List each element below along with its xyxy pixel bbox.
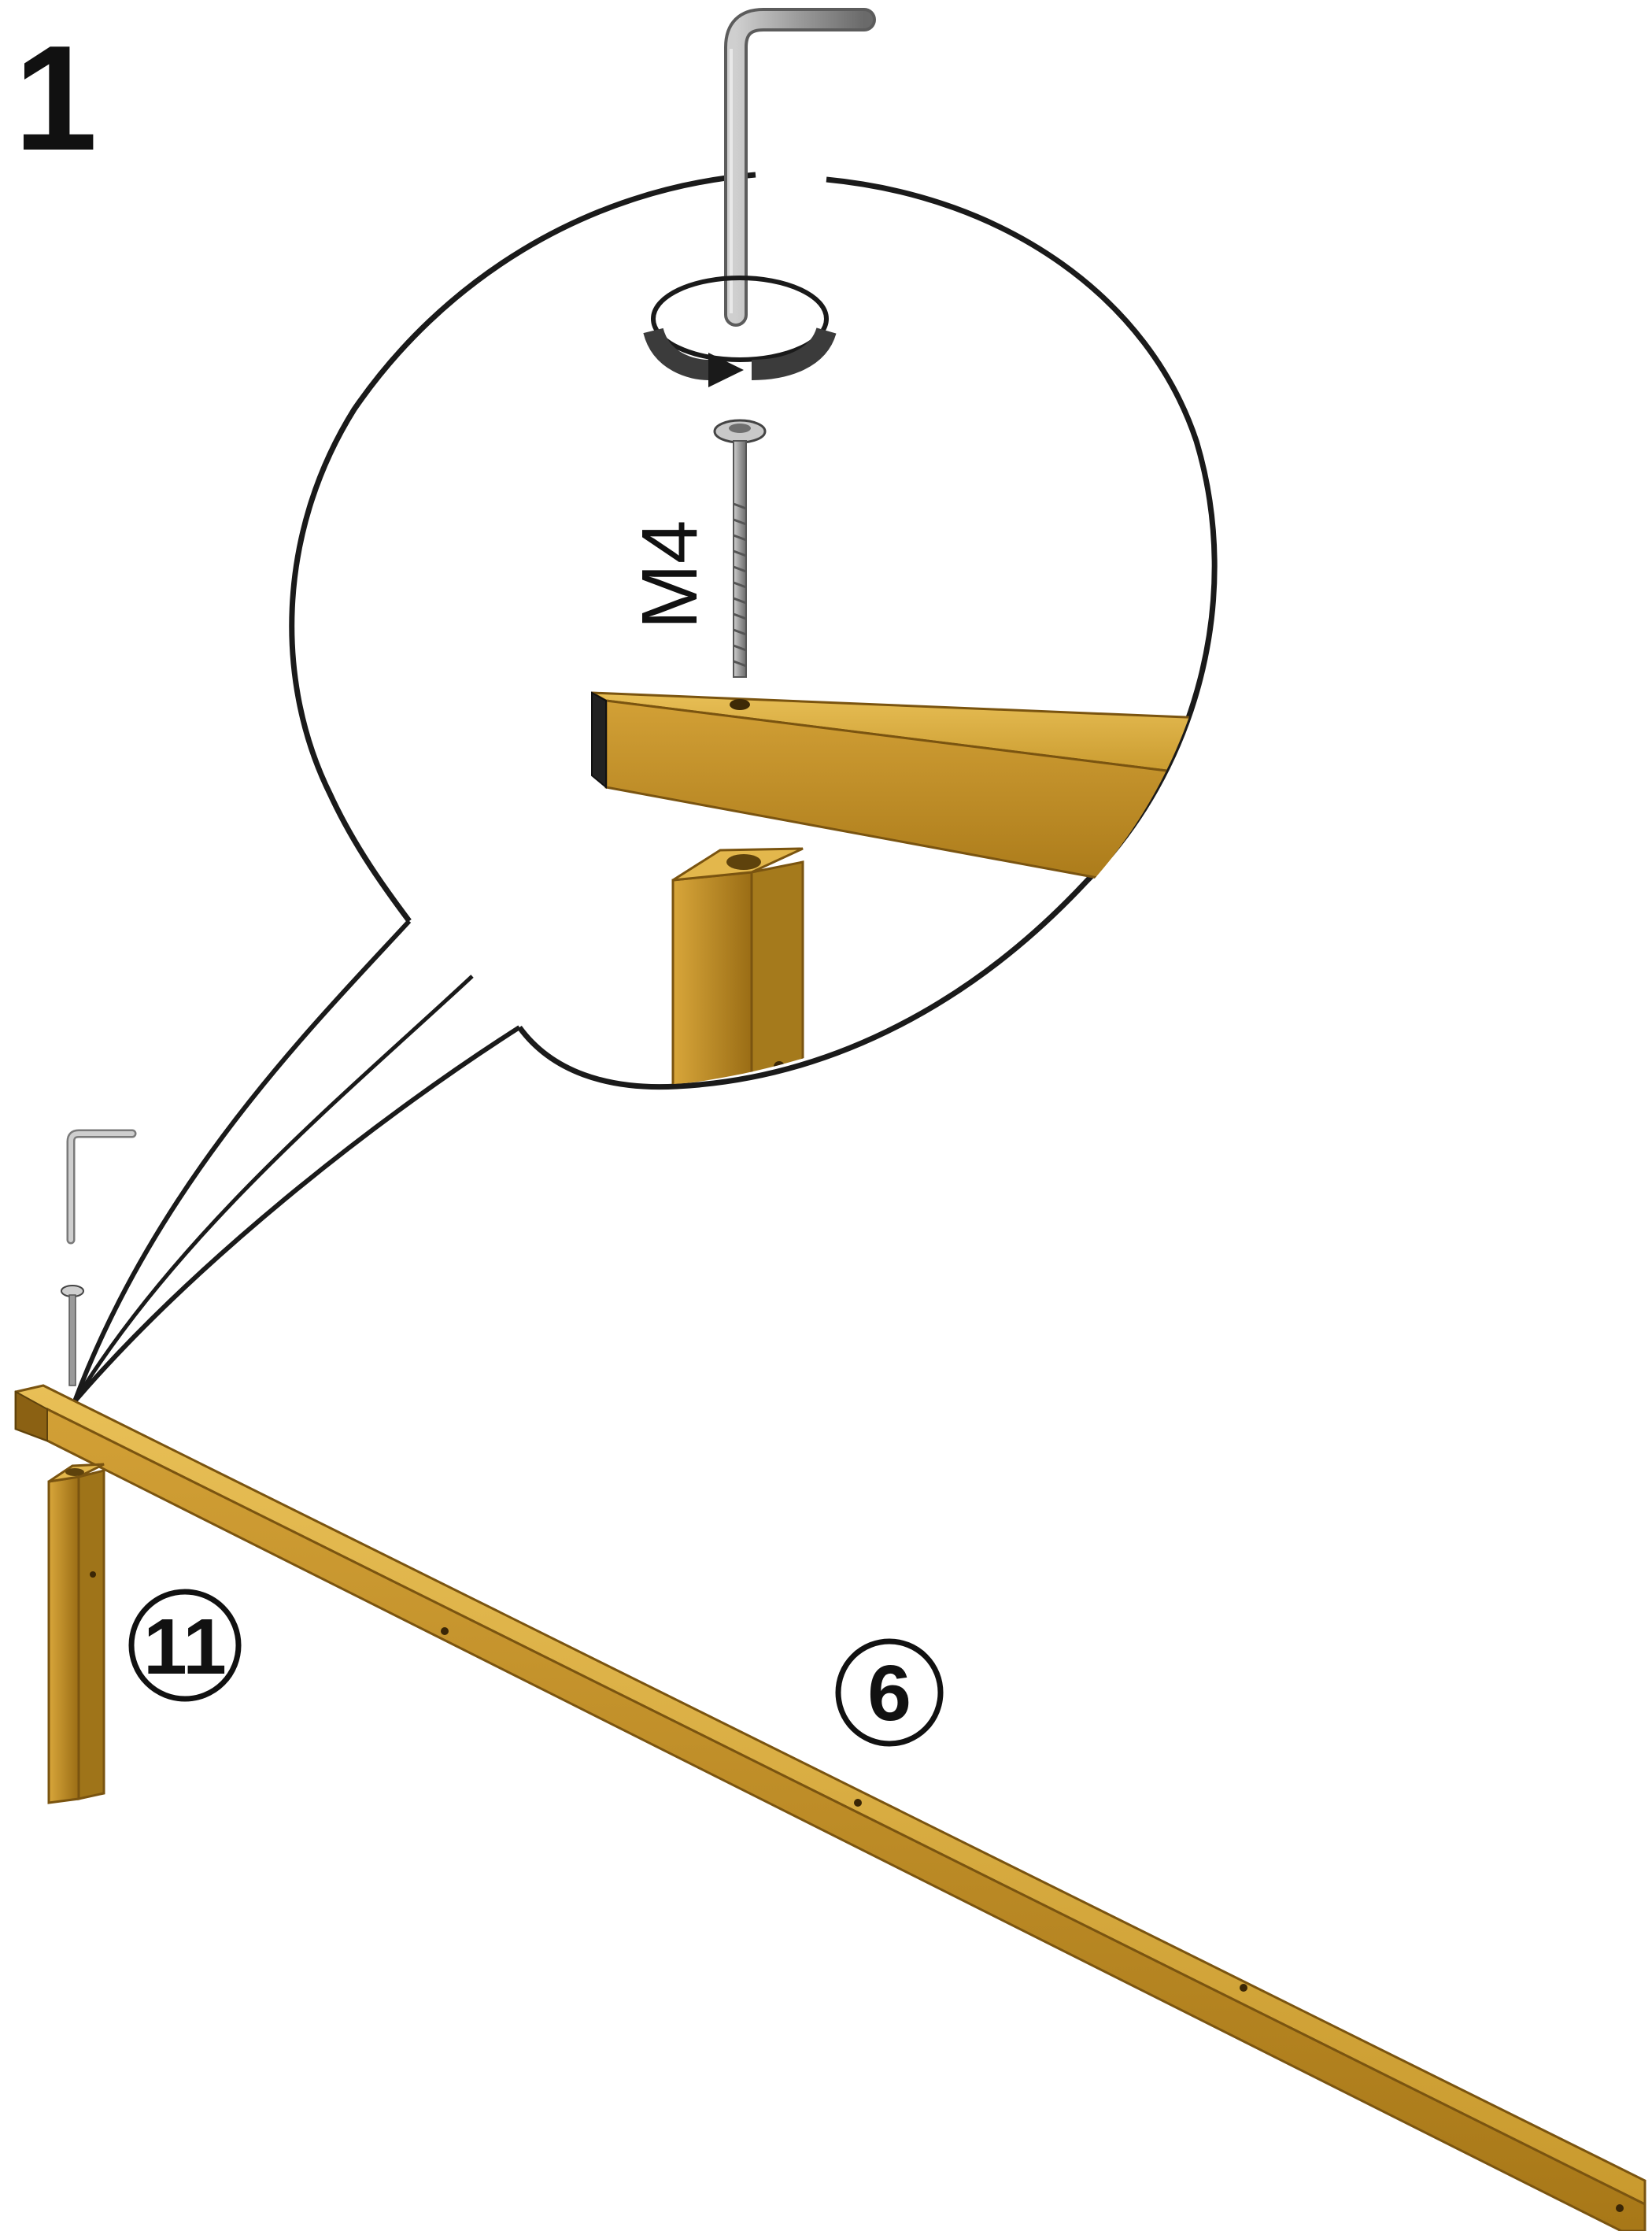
callout-pointer (72, 1025, 521, 1403)
part-number-6: 6 (835, 1638, 944, 1747)
screw-icon (713, 419, 767, 678)
allen-key-icon (724, 8, 876, 327)
leg-part-11 (47, 1463, 105, 1804)
callout-pointer (72, 919, 412, 1403)
screw-small-icon (61, 1285, 84, 1386)
screw-size-label: M4 (626, 520, 714, 630)
detail-callout: M4 (72, 8, 1218, 1403)
part-number-6-label: 6 (867, 1649, 911, 1737)
step-number: 1 (14, 15, 98, 182)
allen-key-small-icon (66, 1129, 137, 1245)
leg-closeup (671, 847, 804, 1085)
part-number-11-label: 11 (143, 1603, 227, 1691)
callout-bubble-outline (517, 176, 1218, 1090)
beam-closeup (591, 691, 1206, 899)
part-number-11: 11 (128, 1589, 242, 1702)
clockwise-rotation-arrow-icon (643, 276, 837, 387)
beam-part-6 (14, 1384, 1646, 2231)
callout-bubble-outline-left (289, 172, 756, 923)
